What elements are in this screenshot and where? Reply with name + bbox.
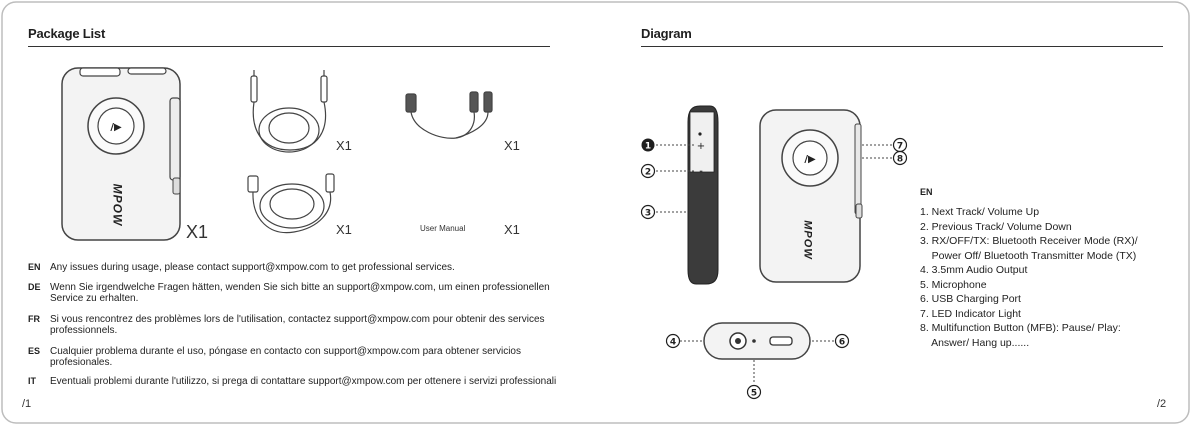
legend-item: 3. RX/OFF/TX: Bluetooth Receiver Mode (R… — [920, 235, 1138, 247]
legend-item: 7. LED Indicator Light — [920, 307, 1021, 320]
svg-text:/▶: /▶ — [804, 154, 816, 165]
support-text: Cualquier problema durante el uso, pónga… — [50, 346, 521, 368]
legend-item: 4. 3.5mm Audio Output — [920, 264, 1028, 276]
callout-1: 1 — [645, 142, 651, 152]
support-text: Any issues during usage, please contact … — [50, 262, 455, 273]
usb-cable-illustration — [247, 173, 335, 234]
device-front-diagram-illustration: /▶ — [759, 109, 863, 283]
diagram-rule — [641, 46, 1163, 47]
legend-language: EN — [920, 187, 933, 197]
support-text: Si vous rencontrez des problèmes lors de… — [50, 314, 545, 336]
callout-6: 6 — [839, 338, 845, 348]
callout-4: 4 — [670, 338, 676, 348]
callout-7: 7 — [897, 142, 903, 152]
callout-3: 3 — [645, 209, 651, 219]
user-manual-quantity: X1 — [504, 222, 520, 237]
callout-8: 8 — [897, 155, 903, 165]
callout-5: 5 — [751, 389, 757, 399]
page-number-left: /1 — [22, 398, 32, 410]
diagram-title: Diagram — [641, 26, 692, 41]
usb-cable-quantity: X1 — [336, 222, 352, 237]
lang-code: DE — [28, 282, 41, 292]
legend-item: 2. Previous Track/ Volume Down — [920, 220, 1072, 233]
legend-item: Answer/ Hang up...... — [920, 336, 1030, 349]
diagram-legend: 1. Next Track/ Volume Up 2. Previous Tra… — [920, 205, 1180, 350]
device-front-illustration: /▶ — [61, 67, 181, 241]
support-text: Wenn Sie irgendwelche Fragen hätten, wen… — [50, 282, 550, 304]
lang-code: IT — [28, 376, 36, 386]
rca-cable-quantity: X1 — [504, 138, 520, 153]
svg-text:/▶: /▶ — [110, 122, 122, 133]
legend-item: 8. Multifunction Button (MFB): Pause/ Pl… — [920, 322, 1121, 334]
aux-cable-quantity: X1 — [336, 138, 352, 153]
page-number-right: /2 — [1157, 398, 1167, 410]
minus-mark: - — [699, 166, 703, 177]
lang-code: ES — [28, 346, 41, 356]
legend-item: 1. Next Track/ Volume Up — [920, 206, 1040, 218]
support-text: Eventuali problemi durante l'utilizzo, s… — [50, 376, 557, 387]
legend-item: 6. USB Charging Port — [920, 293, 1021, 305]
device-bottom-illustration — [703, 322, 811, 360]
legend-item: 5. Microphone — [920, 278, 987, 291]
lang-code: EN — [28, 262, 41, 272]
aux-cable-illustration — [250, 70, 328, 153]
device-quantity: X1 — [186, 222, 209, 242]
plus-mark: + — [697, 141, 705, 152]
callout-2: 2 — [645, 168, 651, 178]
device-side-illustration — [687, 105, 719, 285]
user-manual-label: User Manual — [420, 224, 466, 233]
rca-cable-illustration — [405, 91, 493, 139]
package-list-title: Package List — [28, 26, 106, 41]
legend-item: Power Off/ Bluetooth Transmitter Mode (T… — [920, 249, 1137, 262]
device-brand-logo-right: MPOW — [801, 220, 814, 260]
lang-code: FR — [28, 314, 40, 324]
package-list-rule — [28, 46, 550, 47]
